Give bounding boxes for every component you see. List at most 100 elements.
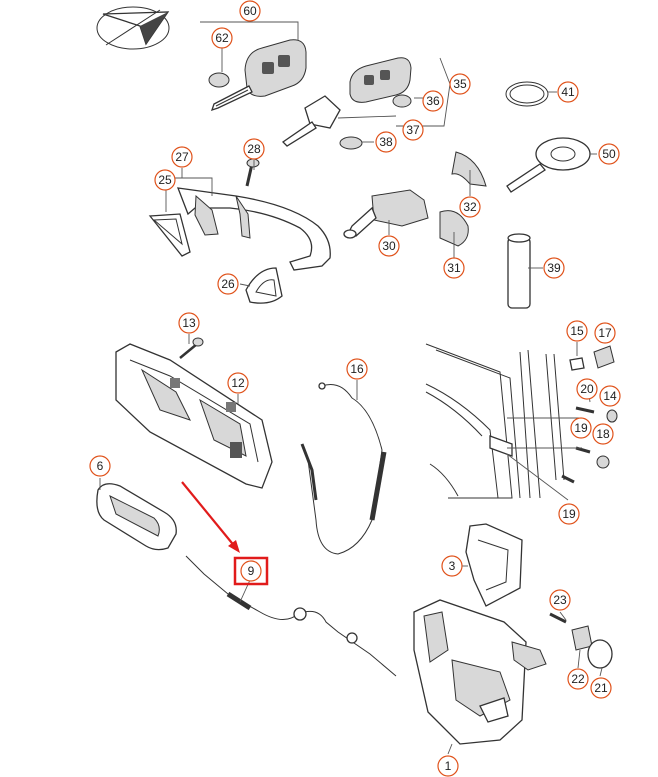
callout-25[interactable]: 25 (154, 169, 176, 191)
screw (245, 158, 260, 187)
coin-battery (208, 72, 230, 88)
lubricant-tube (507, 233, 531, 309)
callout-20[interactable]: 20 (576, 378, 598, 400)
callout-21[interactable]: 21 (590, 677, 612, 699)
callout-18[interactable]: 18 (592, 423, 614, 445)
rubber-stop (593, 345, 615, 369)
ignition-key (506, 137, 591, 193)
callout-16[interactable]: 16 (346, 358, 368, 380)
end-cap (439, 210, 469, 247)
svg-text:62: 62 (215, 31, 229, 45)
callout-19[interactable]: 19 (558, 503, 580, 525)
callout-15[interactable]: 15 (566, 320, 588, 342)
svg-text:37: 37 (406, 123, 420, 137)
callout-27[interactable]: 27 (171, 146, 193, 168)
svg-text:36: 36 (426, 94, 440, 108)
cylinder-cover (451, 151, 487, 187)
bolt (179, 343, 198, 359)
bracket-plate (571, 625, 593, 651)
svg-text:19: 19 (574, 421, 588, 435)
lock-cover (465, 523, 523, 607)
release-cable (300, 382, 387, 555)
svg-text:38: 38 (379, 135, 393, 149)
emblem-disc (339, 136, 363, 150)
callout-19[interactable]: 19 (570, 417, 592, 439)
nut (606, 409, 618, 423)
callout-3[interactable]: 3 (441, 555, 463, 577)
svg-text:50: 50 (602, 147, 616, 161)
highlight-arrow (181, 481, 240, 553)
callout-23[interactable]: 23 (549, 589, 571, 611)
svg-text:27: 27 (175, 150, 189, 164)
callout-17[interactable]: 17 (594, 322, 616, 344)
callout-6[interactable]: 6 (89, 455, 111, 477)
round-plate (587, 639, 613, 669)
svg-text:18: 18 (596, 427, 610, 441)
svg-text:35: 35 (453, 77, 467, 91)
svg-text:19: 19 (562, 507, 576, 521)
callout-9[interactable]: 9 (240, 560, 262, 582)
svg-text:3: 3 (449, 559, 456, 573)
folding-key-remote (210, 39, 307, 112)
svg-text:6: 6 (97, 459, 104, 473)
svg-text:41: 41 (561, 85, 575, 99)
svg-text:31: 31 (447, 261, 461, 275)
callout-28[interactable]: 28 (243, 138, 265, 160)
svg-text:39: 39 (547, 261, 561, 275)
callout-31[interactable]: 31 (443, 257, 465, 279)
callout-37[interactable]: 37 (402, 119, 424, 141)
striker-bolt (575, 406, 595, 414)
callout-62[interactable]: 62 (211, 27, 233, 49)
svg-text:16: 16 (350, 362, 364, 376)
inner-door-handle (96, 483, 177, 551)
svg-text:1: 1 (445, 759, 452, 773)
handle-cap (245, 267, 283, 304)
svg-text:13: 13 (182, 316, 196, 330)
callout-36[interactable]: 36 (422, 90, 444, 112)
highlight-box (233, 556, 269, 586)
callout-30[interactable]: 30 (378, 235, 400, 257)
seal-ring (505, 81, 549, 107)
callout-41[interactable]: 41 (557, 81, 579, 103)
callout-13[interactable]: 13 (178, 312, 200, 334)
svg-text:14: 14 (603, 389, 617, 403)
washer (569, 357, 585, 371)
callout-38[interactable]: 38 (375, 131, 397, 153)
svg-text:15: 15 (570, 324, 584, 338)
battery-cell (392, 94, 412, 108)
callout-14[interactable]: 14 (599, 385, 621, 407)
svg-text:22: 22 (571, 672, 585, 686)
svg-text:26: 26 (221, 277, 235, 291)
handle-carrier-bracket (115, 343, 273, 489)
svg-text:30: 30 (382, 239, 396, 253)
callout-50[interactable]: 50 (598, 143, 620, 165)
callout-35[interactable]: 35 (449, 73, 471, 95)
svg-text:17: 17 (598, 326, 612, 340)
remote-housing (349, 57, 412, 103)
svg-text:28: 28 (247, 142, 261, 156)
door-lock-mechanism (413, 599, 547, 745)
callout-group: 60 62 35 36 37 38 41 50 27 25 28 26 30 3… (89, 0, 621, 777)
callout-39[interactable]: 39 (543, 257, 565, 279)
callout-12[interactable]: 12 (227, 372, 249, 394)
door-frame-section (425, 343, 565, 499)
callout-60[interactable]: 60 (239, 0, 261, 22)
callout-32[interactable]: 32 (459, 196, 481, 218)
direction-arrow-icon (96, 6, 170, 50)
callout-22[interactable]: 22 (567, 668, 589, 690)
bushing (596, 455, 610, 469)
screw-lower (575, 446, 591, 454)
svg-text:60: 60 (243, 4, 257, 18)
svg-text:25: 25 (158, 173, 172, 187)
exterior-door-handle (176, 187, 331, 271)
callout-1[interactable]: 1 (437, 755, 459, 777)
callout-26[interactable]: 26 (217, 273, 239, 295)
svg-text:9: 9 (248, 564, 255, 578)
svg-text:21: 21 (594, 681, 608, 695)
svg-text:23: 23 (553, 593, 567, 607)
svg-text:32: 32 (463, 200, 477, 214)
bolt-23 (549, 612, 567, 624)
lock-cylinder (343, 189, 429, 239)
